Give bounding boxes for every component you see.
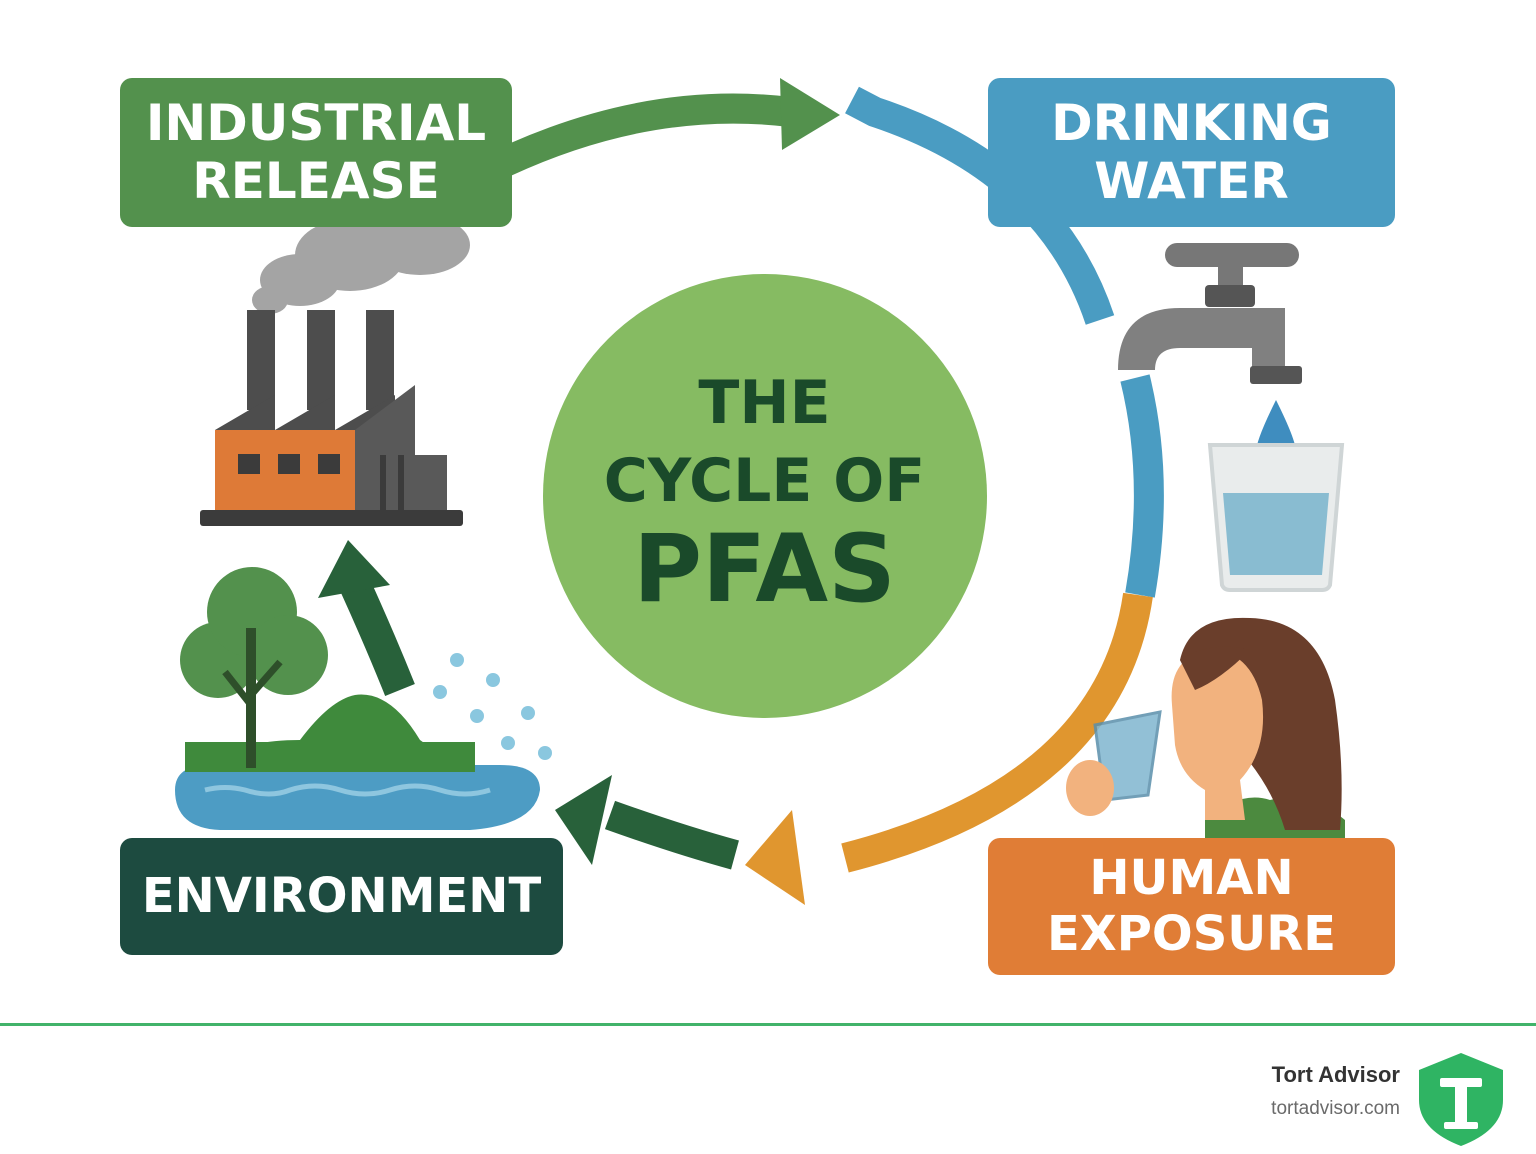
stage-environment: ENVIRONMENT [120, 838, 563, 955]
person-drinking-icon [1066, 617, 1345, 838]
tree-landscape-icon [175, 567, 540, 830]
arrow-head-industrial [780, 78, 840, 150]
drinking-line2: WATER [1094, 151, 1289, 210]
brand-url[interactable]: tortadvisor.com [1271, 1098, 1400, 1119]
title-line2: CYCLE OF [603, 445, 926, 516]
title-line1: THE [698, 367, 831, 438]
environment-line1: ENVIRONMENT [141, 867, 542, 924]
stage-human-exposure: HUMAN EXPOSURE [988, 838, 1395, 975]
stage-drinking-water: DRINKING WATER [988, 78, 1395, 227]
human-line2: EXPOSURE [1046, 905, 1337, 962]
human-line1: HUMAN [1089, 850, 1294, 907]
drinking-line1: DRINKING [1051, 94, 1332, 152]
water-stream [1120, 374, 1164, 598]
faucet-icon [1118, 243, 1302, 384]
factory-icon [200, 215, 470, 526]
arc-human-exposure [841, 592, 1153, 873]
water-glass-icon [1207, 400, 1345, 592]
shield-logo-icon [1419, 1053, 1503, 1146]
stage-industrial-release: INDUSTRIAL RELEASE [120, 78, 512, 227]
industrial-line2: RELEASE [192, 151, 440, 210]
brand-name: Tort Advisor [1271, 1062, 1400, 1087]
arrow-industrial-to-water [498, 93, 792, 176]
arrow-to-environment [604, 800, 739, 870]
title-line3: PFAS [633, 514, 896, 624]
center-circle [543, 274, 987, 718]
droplets [433, 653, 552, 760]
arrow-head-environment [555, 775, 612, 865]
industrial-line1: INDUSTRIAL [145, 94, 487, 152]
arrow-head-human [745, 810, 805, 905]
diagram-title: THE CYCLE OF PFAS [543, 274, 986, 717]
footer-divider [0, 1023, 1536, 1026]
arrow-environment-to-industrial [340, 578, 415, 696]
arrow-head-industrial-up [318, 540, 390, 598]
